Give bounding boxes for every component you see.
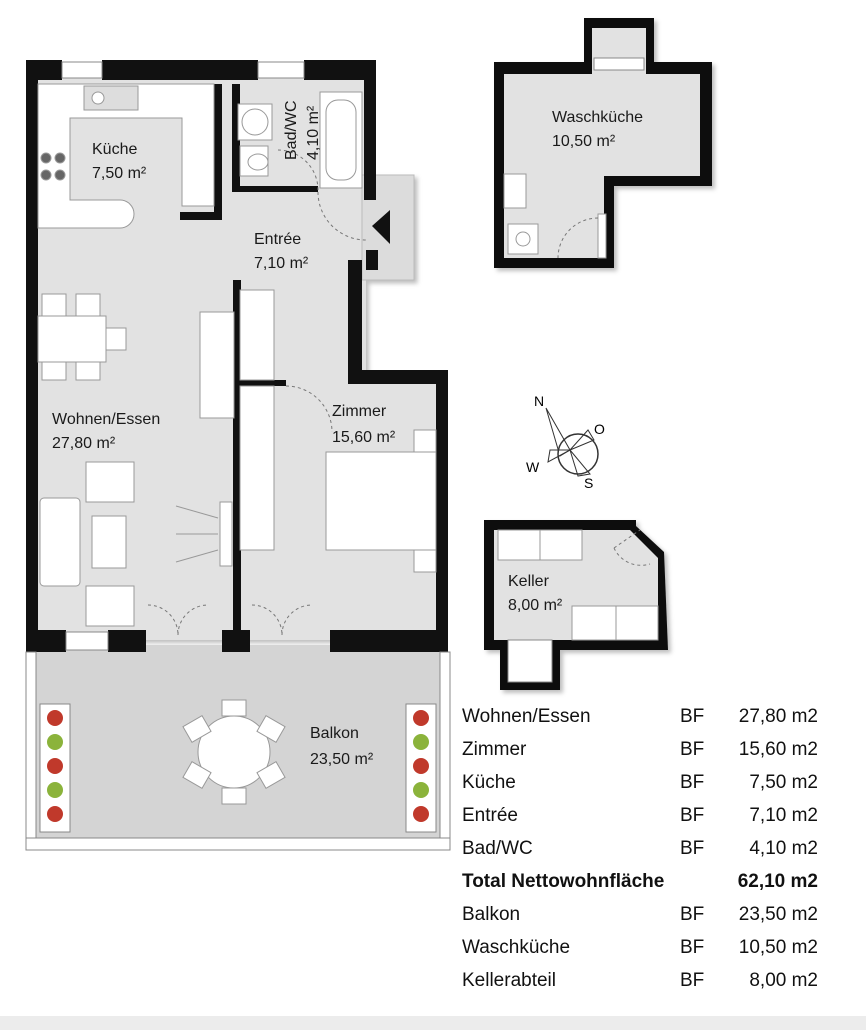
- area-table-val: 10,50 m2: [738, 936, 818, 958]
- label-balkon-area: 23,50 m²: [310, 751, 374, 768]
- label-zimmer-area: 15,60 m²: [332, 429, 396, 446]
- area-table-name: Total Nettowohnfläche: [462, 870, 665, 892]
- entrance-arrow-icon: [372, 210, 390, 244]
- walls: [26, 60, 448, 652]
- area-table-code: [680, 865, 720, 898]
- label-balkon-name: Balkon: [310, 725, 359, 742]
- label-kueche-name: Küche: [92, 141, 137, 158]
- area-table-row: Balkon BF 23,50 m2: [462, 898, 818, 931]
- compass-o: O: [594, 421, 605, 437]
- area-table-name: Küche: [462, 771, 516, 793]
- label-bad-name: Bad/WC: [283, 100, 300, 160]
- area-table-name: Kellerabteil: [462, 969, 556, 991]
- area-table-val: 8,00 m2: [749, 969, 818, 991]
- flower-planters: [39, 703, 437, 833]
- bed: [325, 429, 437, 573]
- label-entree-area: 7,10 m²: [254, 255, 309, 272]
- label-keller-name: Keller: [508, 573, 550, 590]
- label-waschkueche-area: 10,50 m²: [552, 133, 616, 150]
- door-swings: [147, 149, 367, 636]
- living-furniture: [39, 289, 275, 627]
- area-table-row: Wohnen/Essen BF 27,80 m2: [462, 700, 818, 733]
- area-table-name: Zimmer: [462, 738, 527, 760]
- area-table-name: Waschküche: [462, 936, 571, 958]
- room-labels: Küche 7,50 m² Bad/WC 4,10 m² Entrée 7,10…: [52, 100, 643, 768]
- area-table-code: BF: [680, 771, 705, 793]
- area-table-row: Kellerabteil BF 8,00 m2: [462, 964, 818, 997]
- area-table-val: 23,50 m2: [738, 903, 818, 925]
- label-keller-area: 8,00 m²: [508, 597, 563, 614]
- area-table-val: 15,60 m2: [738, 738, 818, 760]
- area-table-name: Balkon: [462, 903, 521, 925]
- bath-fixtures: [237, 91, 363, 189]
- area-table-code: BF: [680, 903, 705, 925]
- area-table-name: Wohnen/Essen: [462, 705, 591, 727]
- compass-w: W: [526, 459, 540, 475]
- area-table-val: 7,50 m2: [749, 771, 818, 793]
- label-bad-area: 4,10 m²: [305, 105, 322, 160]
- area-table-name: Bad/WC: [462, 837, 533, 859]
- area-table-code: BF: [680, 804, 705, 826]
- balcony-table: [182, 699, 286, 805]
- label-zimmer-name: Zimmer: [332, 403, 387, 420]
- area-table-code: BF: [680, 936, 705, 958]
- waschkueche-block: [494, 18, 712, 268]
- area-table-row: Waschküche BF 10,50 m2: [462, 931, 818, 964]
- area-table-row: Total Nettowohnfläche 62,10 m2: [462, 865, 818, 898]
- area-table-row: Küche BF 7,50 m2: [462, 766, 818, 799]
- windows: [61, 61, 305, 651]
- area-table-val: 7,10 m2: [749, 804, 818, 826]
- area-table-val: 62,10 m2: [737, 870, 818, 892]
- compass-s: S: [584, 475, 593, 491]
- label-wohnen-area: 27,80 m²: [52, 435, 116, 452]
- label-kueche-area: 7,50 m²: [92, 165, 147, 182]
- bottom-strip: [0, 1016, 866, 1030]
- area-table-code: BF: [680, 738, 705, 760]
- area-table-code: BF: [680, 705, 705, 727]
- area-table-row: Entrée BF 7,10 m2: [462, 799, 818, 832]
- area-table-row: Zimmer BF 15,60 m2: [462, 733, 818, 766]
- keller-block: [484, 520, 668, 690]
- area-table-val: 4,10 m2: [749, 837, 818, 859]
- label-wohnen-name: Wohnen/Essen: [52, 411, 160, 428]
- area-table-val: 27,80 m2: [738, 705, 818, 727]
- area-table-name: Entrée: [462, 804, 518, 826]
- area-table-code: BF: [680, 837, 705, 859]
- compass-rose: N O S W: [526, 393, 605, 491]
- area-table-row: Bad/WC BF 4,10 m2: [462, 832, 818, 865]
- kitchen-units: [37, 83, 215, 229]
- area-table-code: BF: [680, 969, 705, 991]
- dining-table: [37, 293, 127, 381]
- label-waschkueche-name: Waschküche: [552, 109, 643, 126]
- balcony-structure: [25, 651, 451, 851]
- label-entree-name: Entrée: [254, 231, 301, 248]
- compass-n: N: [534, 393, 544, 409]
